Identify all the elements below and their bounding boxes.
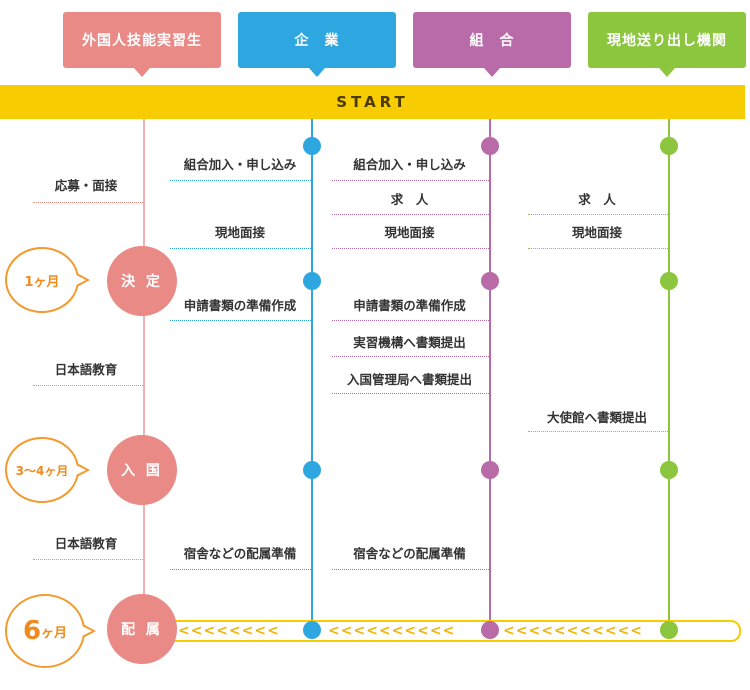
company-step-dorm: 宿舎などの配属準備 [183,546,297,561]
company-dot-1 [303,137,321,155]
union-dot-1 [481,137,499,155]
month-number: 6 [22,616,42,646]
header-union: 組 合 [413,12,571,77]
union-dot-4 [481,621,499,639]
union-step-submit-imm: 入国管理局へ書類提出 [346,372,472,387]
company-dot-4 [303,621,321,639]
final-arrows-3: <<<<<<<<<<< [503,623,644,639]
union-step-submit-org: 実習機構へ書類提出 [353,335,466,350]
trainee-step-jp-edu-1-line [33,385,143,386]
company-dot-2 [303,272,321,290]
union-step-submit-imm-line [332,393,489,394]
union-step-interview: 現地面接 [384,225,435,240]
trainee-lane-line [143,119,145,639]
milestone-decision: 決 定 [107,246,177,316]
agency-dot-2 [660,272,678,290]
company-dot-3 [303,461,321,479]
company-step-interview-line [170,248,311,249]
company-step-join-line [170,180,311,181]
union-lane-line [489,119,491,639]
start-bar: START [0,85,745,119]
final-arrows-1: <<<<<<<< [178,623,280,639]
union-step-docs-line [332,320,489,321]
company-step-docs-line [170,320,311,321]
union-step-recruit: 求 人 [390,192,429,207]
month-bubble-1: 1ヶ月 [5,247,90,313]
union-dot-3 [481,461,499,479]
trainee-step-jp-edu-1: 日本語教育 [54,362,118,377]
company-step-docs: 申請書類の準備作成 [183,298,297,313]
company-lane-line [311,119,313,639]
agency-step-interview: 現地面接 [571,225,622,240]
union-step-submit-org-line [332,356,489,357]
agency-dot-3 [660,461,678,479]
trainee-step-apply: 応募・面接 [54,178,118,193]
agency-dot-4 [660,621,678,639]
header-company: 企 業 [238,12,396,77]
milestone-assignment: 配 属 [107,594,177,664]
union-step-interview-line [332,248,489,249]
agency-lane-line [668,119,670,639]
agency-step-embassy-line [528,431,668,432]
agency-step-recruit: 求 人 [578,192,616,207]
month-unit: ヶ月 [41,625,68,641]
union-dot-2 [481,272,499,290]
union-step-dorm-line [332,569,489,570]
final-arrows-2: <<<<<<<<<< [328,623,456,639]
trainee-step-jp-edu-2-line [33,559,143,560]
company-step-join: 組合加入・申し込み [183,157,297,172]
month-bubble-2: 3〜4ヶ月 [5,437,90,503]
union-step-dorm: 宿舎などの配属準備 [353,546,466,561]
union-step-docs: 申請書類の準備作成 [353,298,466,313]
trainee-step-apply-line [33,202,143,203]
union-step-join-line [332,180,489,181]
company-step-dorm-line [170,569,311,570]
union-step-recruit-line [332,214,489,215]
company-step-interview: 現地面接 [214,225,265,240]
agency-step-embassy: 大使館へ書類提出 [546,410,647,425]
agency-dot-1 [660,137,678,155]
trainee-step-jp-edu-2: 日本語教育 [54,536,118,551]
header-agency: 現地送り出し機関 [588,12,746,77]
agency-step-recruit-line [528,214,668,215]
agency-step-interview-line [528,248,668,249]
milestone-entry: 入 国 [107,435,177,505]
union-step-join: 組合加入・申し込み [353,157,466,172]
header-trainee: 外国人技能実習生 [63,12,221,77]
